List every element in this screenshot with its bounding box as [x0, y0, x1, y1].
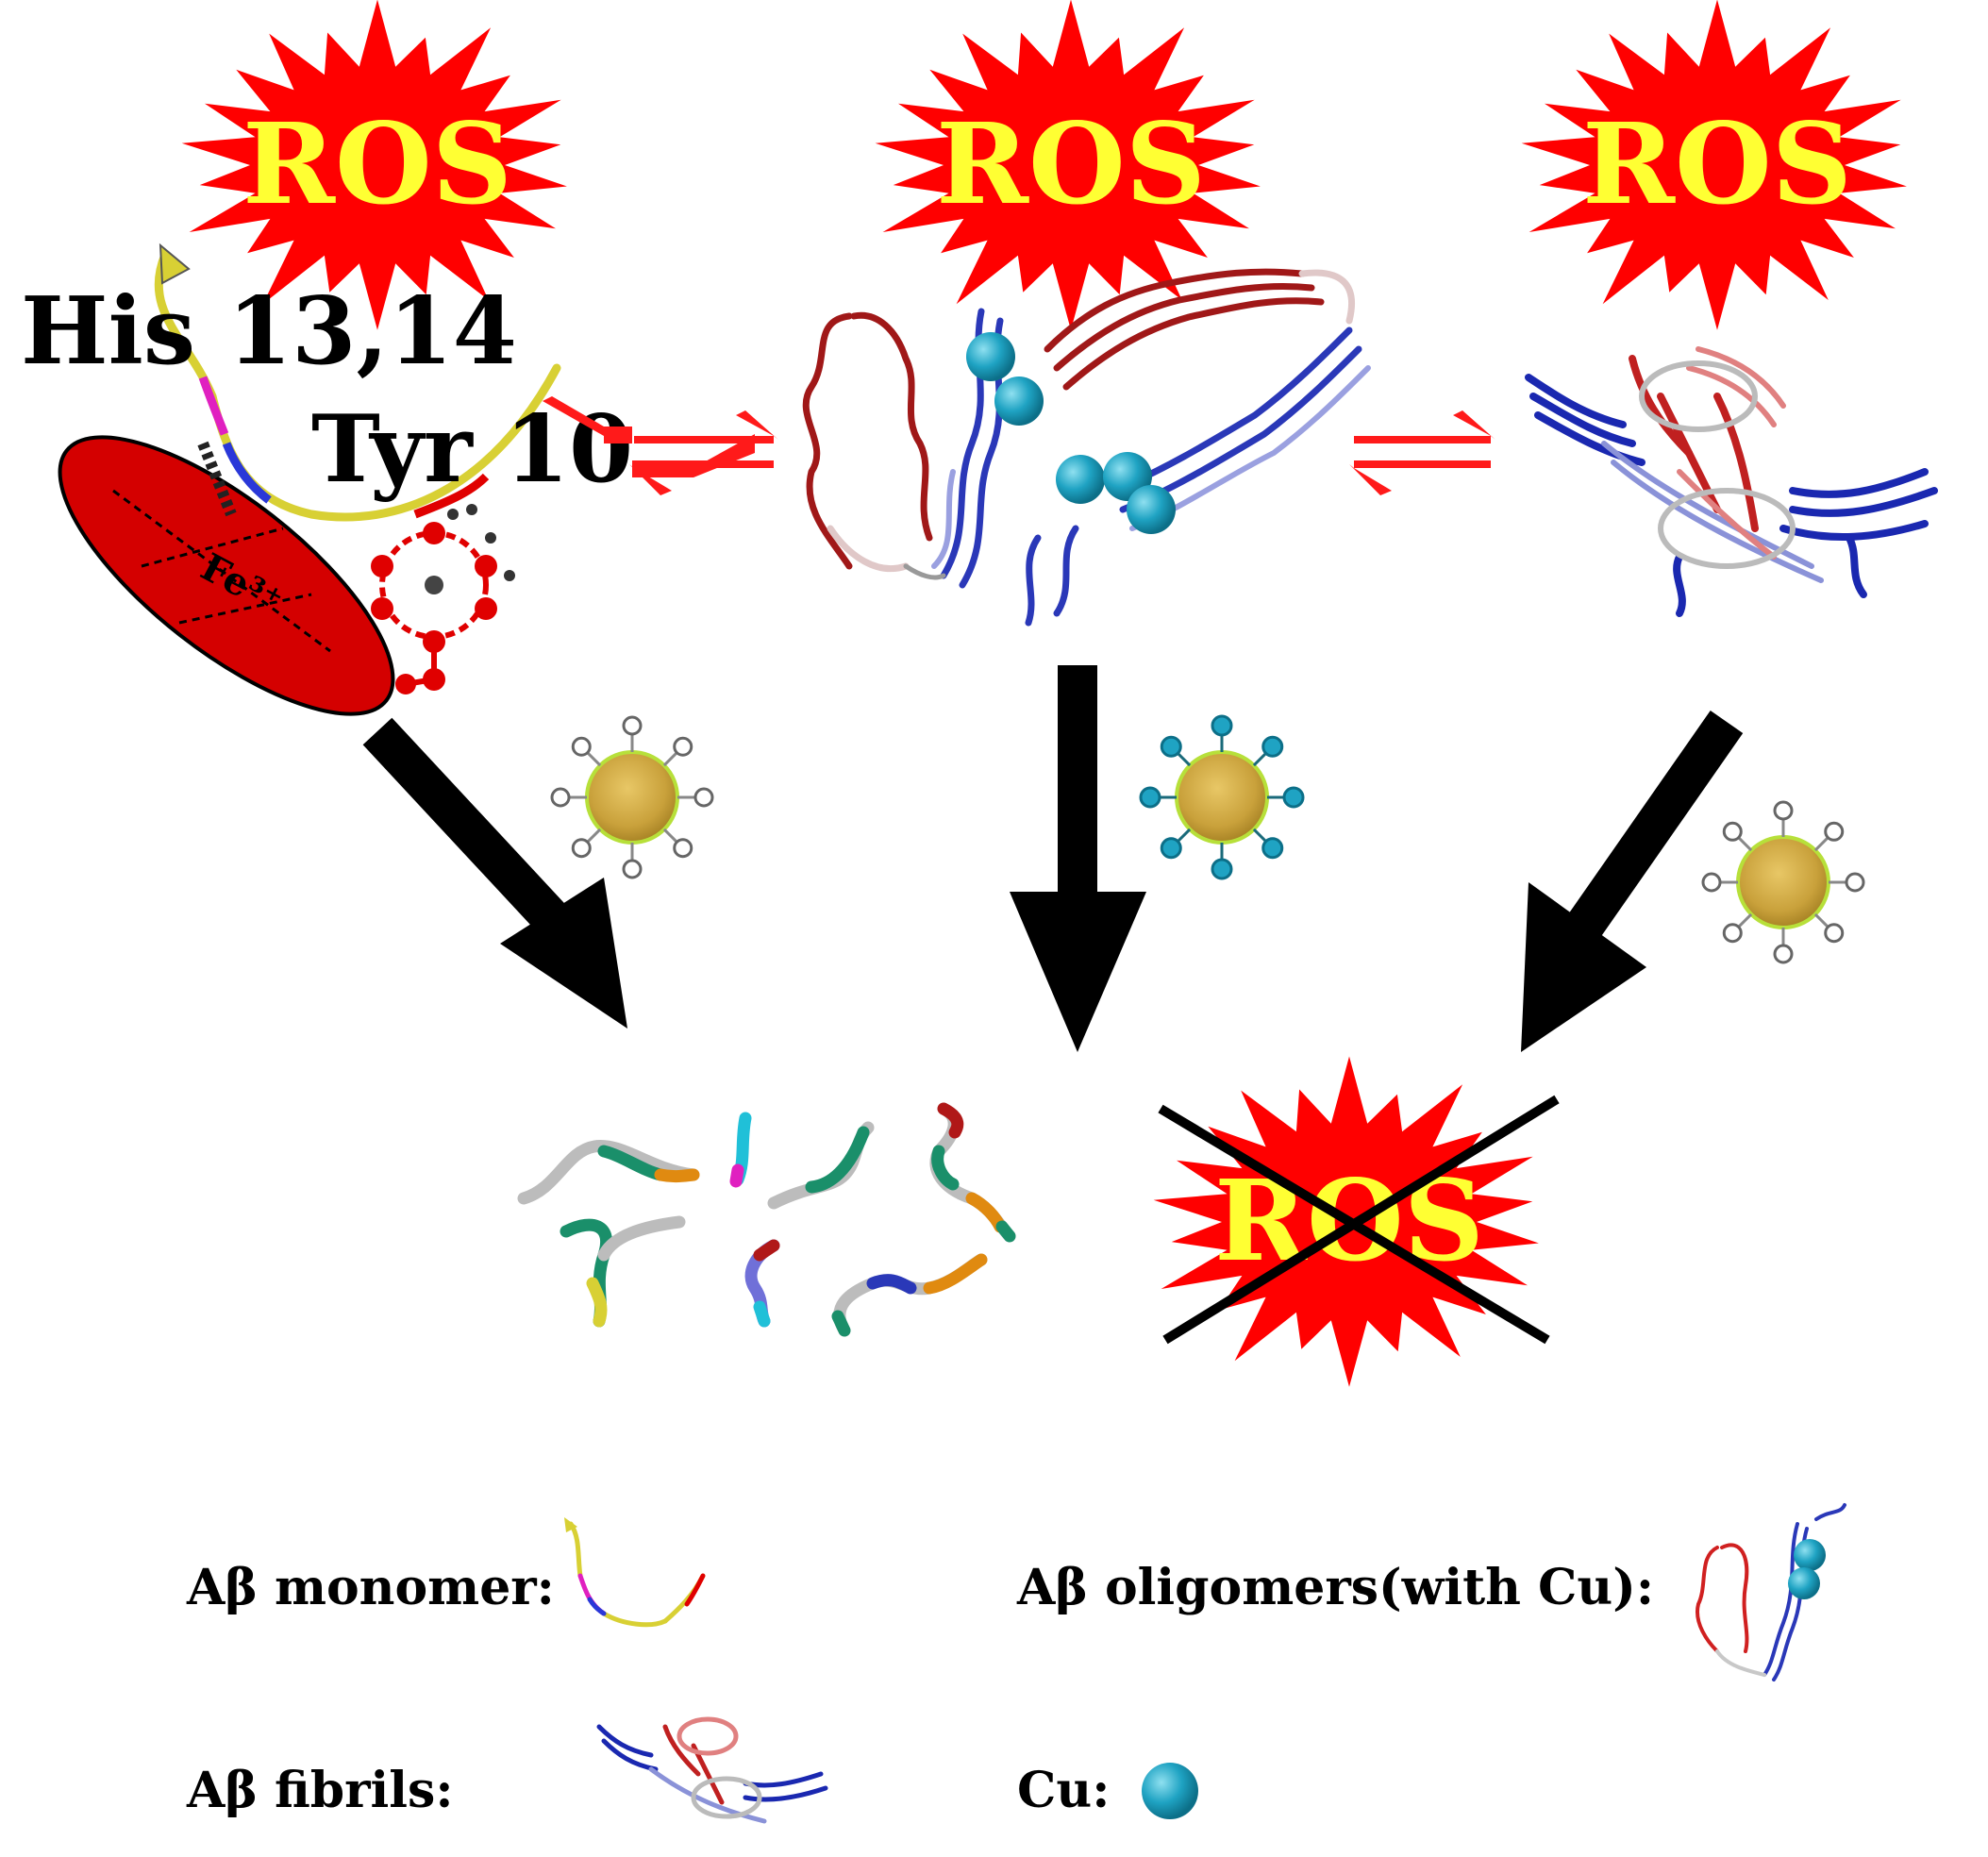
cu-ligand-icon	[1261, 837, 1284, 860]
ros-burst-fibril: ROS	[1521, 0, 1907, 330]
cu-ligand-icon	[1160, 837, 1182, 860]
ligand-stem	[1736, 912, 1753, 929]
arrow-fibril-to-products	[1521, 710, 1744, 1052]
nanoparticle-icon	[585, 750, 679, 845]
ligand-icon	[571, 736, 592, 757]
ligand-icon	[693, 787, 714, 808]
ligand-stem	[1736, 835, 1753, 852]
ligand-icon	[1845, 872, 1865, 893]
ros-burst-monomer: ROS	[181, 0, 567, 330]
starburst-icon	[875, 0, 1261, 330]
monomer-backbone-blue	[222, 442, 272, 504]
cu-ligand-icon	[1211, 858, 1233, 880]
ligand-stem	[662, 750, 679, 767]
equilibrium-arrow-2	[1349, 410, 1495, 495]
arrow-head-icon	[1521, 882, 1646, 1052]
nanoparticle-icon	[1175, 750, 1269, 845]
arrow-head-icon	[1010, 892, 1146, 1052]
monomer-backbone-pink	[198, 376, 229, 436]
tyr-residue-label: Tyr 10	[311, 395, 633, 504]
ligand-icon	[1722, 923, 1743, 944]
legend-item-oligomer: Aβ oligomers(with Cu):	[1016, 1503, 1846, 1681]
fibril-structure	[1525, 346, 1938, 617]
fibril-legend-icon	[596, 1716, 828, 1824]
ros-burst-crossed: ROS	[1153, 1056, 1560, 1387]
ligand-icon	[673, 736, 693, 757]
legend-label: Cu:	[1017, 1762, 1110, 1819]
oligomer-structure	[802, 268, 1371, 627]
cross-icon	[1162, 1095, 1560, 1345]
legend-label: Aβ oligomers(with Cu):	[1016, 1559, 1654, 1616]
ligand-icon	[1824, 821, 1845, 842]
monomer-fragments	[517, 1102, 1016, 1337]
equilibrium-icon	[543, 396, 632, 443]
cu-icon	[1142, 1763, 1198, 1819]
nanoparticle-plain-ligands-1	[550, 715, 714, 879]
equilibrium-arrow-1	[543, 396, 778, 495]
monomer-legend-icon	[564, 1517, 706, 1628]
ligand-icon	[1824, 923, 1845, 944]
cu-icon	[1127, 485, 1176, 534]
cu-icon	[1788, 1567, 1820, 1599]
ligand-stem	[585, 750, 602, 767]
ligand-icon	[1722, 821, 1743, 842]
heme-dashes	[112, 489, 331, 653]
tyr-ring	[371, 504, 515, 694]
starburst-icon	[1521, 0, 1907, 330]
cu-ligand-icon	[1282, 786, 1305, 809]
nanoparticle-icon	[1736, 835, 1830, 929]
arrow-head-icon	[500, 878, 627, 1029]
cu-ligand-icon	[1211, 714, 1233, 737]
legend-label: Aβ monomer:	[186, 1559, 555, 1616]
nanoparticle-cu-ligands	[1139, 714, 1305, 880]
ros-label: ROS	[936, 98, 1206, 229]
cu-icon	[994, 376, 1044, 426]
ligand-stem	[585, 828, 602, 845]
cu-ligand-icon	[1261, 735, 1284, 758]
oligomer-cu-cluster-2	[1056, 452, 1176, 534]
ros-label: ROS	[1582, 98, 1852, 229]
ligand-stem	[662, 828, 679, 845]
his-linker	[197, 441, 237, 517]
cu-icon	[1794, 1539, 1826, 1571]
monomer-arrowhead	[159, 243, 191, 285]
legend-label: Aβ fibrils:	[186, 1762, 454, 1819]
ligand-stem	[1813, 835, 1830, 852]
monomer-fe-complex: Fe³⁺ His 13,14 Tyr 10	[21, 243, 633, 716]
ros-burst-oligomer: ROS	[875, 0, 1261, 330]
fe-heme-ellipse	[58, 435, 395, 716]
monomer-backbone-red	[413, 473, 490, 519]
ligand-icon	[673, 838, 693, 859]
cu-icon	[1056, 455, 1105, 504]
ligand-icon	[1701, 872, 1722, 893]
ligand-icon	[622, 859, 643, 879]
ros-label: ROS	[242, 98, 512, 229]
legend-item-monomer: Aβ monomer:	[186, 1517, 706, 1628]
oligomer-cu-cluster-1	[966, 332, 1044, 426]
cu-ligand-icon	[1160, 735, 1182, 758]
ligand-icon	[1773, 944, 1794, 964]
ligand-icon	[571, 838, 592, 859]
arrow-oligomer-to-products	[1010, 665, 1146, 1052]
nanoparticle-plain-ligands-2	[1701, 800, 1865, 964]
ligand-stem	[1813, 912, 1830, 929]
ligand-icon	[550, 787, 571, 808]
legend-item-fibrils: Aβ fibrils:	[186, 1716, 828, 1824]
arrow-monomer-to-products	[362, 717, 627, 1029]
cu-icon	[966, 332, 1015, 381]
cu-ligand-icon	[1139, 786, 1161, 809]
legend: Aβ monomer: Aβ oligomers(with Cu):	[186, 1503, 1846, 1824]
his-residue-label: His 13,14	[21, 277, 517, 386]
oligomer-legend-icon	[1696, 1503, 1846, 1681]
equilibrium-icon	[1354, 436, 1491, 443]
starburst-icon	[181, 0, 567, 330]
ligand-icon	[1773, 800, 1794, 821]
ligand-icon	[622, 715, 643, 736]
legend-item-cu: Cu:	[1017, 1762, 1198, 1819]
